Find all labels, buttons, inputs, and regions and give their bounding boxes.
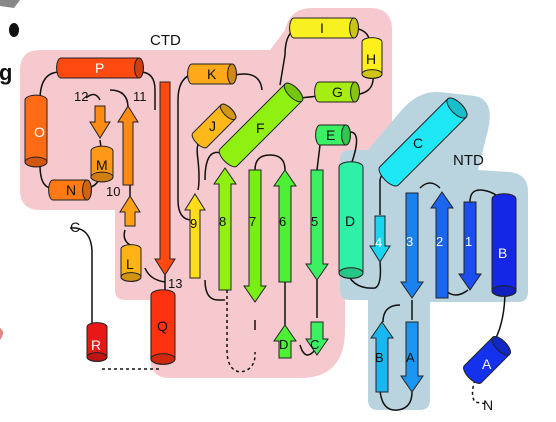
helix-o-label: O [34, 124, 45, 140]
helix-g: G [314, 81, 360, 103]
helix-f-label: F [256, 120, 265, 136]
strand-13-label: 13 [168, 276, 182, 291]
b-a-strand-loop [379, 389, 413, 411]
strand-11-label: 11 [133, 89, 147, 104]
helix-m: M [90, 145, 114, 183]
strand-1: 1 [458, 201, 482, 291]
strand-3: 3 [400, 192, 424, 299]
helix-k: K [187, 63, 237, 85]
l-13-loop [144, 267, 166, 283]
helix-l-label: L [126, 256, 134, 272]
9-8-loop [204, 279, 225, 301]
8-7-dashed-loop [226, 290, 256, 373]
strand-a: A [400, 321, 424, 393]
helix-i-label: I [320, 20, 324, 36]
helix-p: P [56, 57, 144, 79]
helix-b-label: B [498, 245, 507, 261]
loop-connectors [39, 27, 506, 411]
strand-5-label: 5 [311, 214, 318, 229]
12-11-loop [85, 93, 101, 101]
strand-a-label: A [406, 350, 415, 365]
helix-h: H [361, 37, 383, 79]
strand-c-label: C [310, 337, 319, 352]
helix-d: D [338, 161, 364, 279]
strand-6-label: 6 [279, 214, 286, 229]
strand-b: B [370, 321, 394, 393]
7-6-loop [254, 154, 286, 171]
edge-fragment [0, 0, 20, 8]
ntd-label: NTD [453, 152, 484, 169]
k-i-loop [234, 73, 263, 91]
strand-10: 10 [106, 184, 141, 227]
strand-4: 4 [369, 215, 391, 263]
helix-k-label: K [207, 66, 217, 82]
strand-2-label: 2 [436, 234, 443, 249]
strand-5: 5 [305, 169, 329, 281]
n-terminus-label: N [483, 397, 493, 413]
panel-letter: g [0, 60, 12, 85]
edge-mark [0, 328, 3, 340]
strand-2: 2 [430, 191, 454, 299]
strand-8: 8 [213, 167, 237, 291]
strand-9-label: 9 [190, 216, 197, 231]
strand-b-top-loop [382, 304, 401, 323]
helix-a: A [463, 336, 511, 384]
helix-c: C [378, 97, 468, 187]
strand-8-label: 8 [219, 214, 226, 229]
edge-dot [9, 23, 19, 37]
helix-r-label: R [91, 337, 101, 353]
helix-r: R [86, 322, 108, 362]
c-terminus-label: C [70, 219, 80, 235]
helix-q-label: Q [157, 318, 168, 334]
helix-n-label: N [66, 182, 76, 198]
e-d-loop [349, 131, 358, 163]
strand-3-label: 3 [406, 234, 413, 249]
helix-c-label: C [413, 135, 423, 151]
l-10-loop [123, 229, 131, 246]
strand-c: C [305, 321, 329, 356]
helix-f: F [218, 82, 304, 168]
strand-13: 13 [154, 81, 182, 291]
strand-12-label: 12 [74, 89, 88, 104]
n-terminus-dashed [471, 379, 488, 405]
strand-d-label: D [279, 337, 288, 352]
d-c-loop [299, 344, 316, 356]
helix-a-label: A [482, 356, 492, 372]
helix-e: E [315, 124, 351, 146]
helix-b: B [491, 193, 517, 297]
helix-j-label: J [209, 118, 216, 134]
helix-p-label: P [95, 60, 104, 76]
helix-h-label: H [366, 51, 376, 67]
helix-l: L [120, 244, 142, 282]
strand-10-label: 10 [106, 184, 120, 199]
helix-q: Q [150, 289, 176, 365]
helix-i: I [289, 17, 359, 39]
strand-6: 6 [273, 169, 297, 283]
strand-12: 12 [74, 89, 111, 139]
helix-d-label: D [345, 213, 355, 229]
strand-7-label: 7 [249, 214, 256, 229]
k-9-loop [177, 74, 193, 221]
strand-9: 9 [184, 193, 206, 279]
helix-o: O [24, 94, 48, 168]
11-loop [109, 89, 129, 109]
strand-11: 11 [117, 89, 147, 186]
c-terminus-tail [69, 227, 93, 325]
helix-m-label: M [96, 157, 108, 173]
strand-b-label: B [375, 350, 384, 365]
strand-7: 7 [243, 169, 267, 303]
strand-1-label: 1 [465, 234, 472, 249]
helix-g-label: G [332, 84, 343, 100]
strand-d: D [273, 324, 297, 359]
ctd-label: CTD [150, 32, 181, 49]
helix-e-label: E [326, 127, 335, 143]
helix-j: J [191, 103, 237, 149]
3-2-loop [419, 182, 441, 189]
helix-n: N [48, 179, 92, 201]
strand-4-label: 4 [375, 235, 382, 250]
